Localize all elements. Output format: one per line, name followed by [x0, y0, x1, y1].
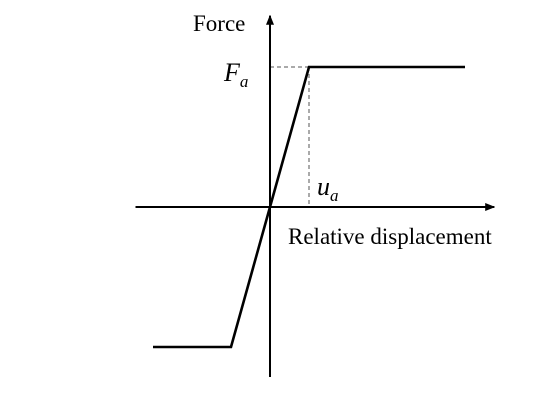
series — [153, 65, 465, 349]
displacement-level-label: ua — [317, 172, 339, 205]
y-axis-label: Force — [193, 11, 245, 36]
guide-lines — [270, 66, 310, 207]
series-line-0 — [153, 65, 465, 349]
labels: Force Relative displacement Fa ua — [193, 11, 492, 249]
force-level-label: Fa — [223, 58, 248, 91]
axes — [135, 14, 496, 377]
x-axis-label: Relative displacement — [288, 224, 492, 249]
